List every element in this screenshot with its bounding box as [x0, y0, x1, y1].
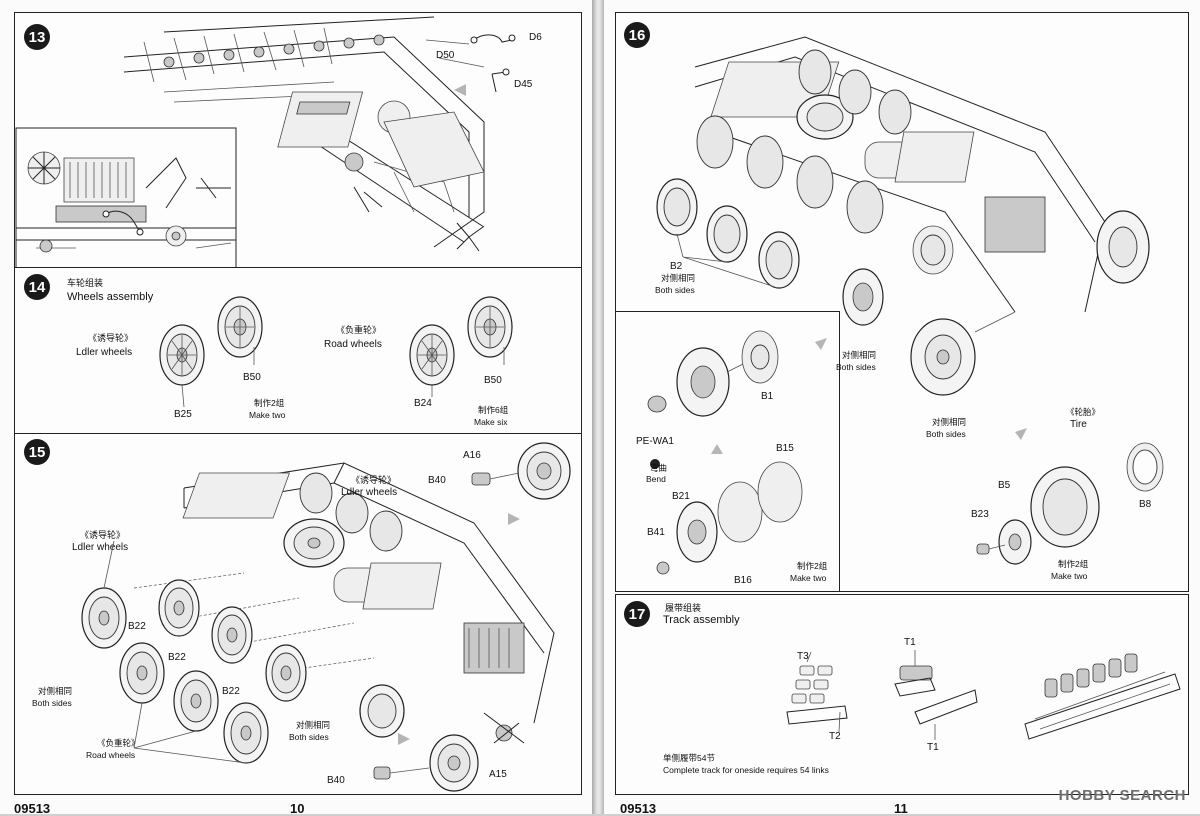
- label-b2: B2: [670, 261, 683, 272]
- label-b40-top: B40: [428, 475, 446, 486]
- step-17-title-en: Track assembly: [663, 614, 740, 626]
- step-17-number: 17: [624, 601, 650, 627]
- road-bottom-cn: 《负重轮》: [97, 738, 140, 748]
- both-sides-c-cn: 对侧相同: [932, 417, 967, 427]
- label-b5: B5: [998, 480, 1011, 491]
- step-15-wheel-install-drawing: [81, 442, 571, 792]
- make-six-en: Make six: [474, 417, 508, 427]
- make-two-a-cn: 制作2组: [797, 561, 828, 571]
- road-bottom-en: Road wheels: [86, 750, 136, 760]
- make-two-b-cn: 制作2组: [1058, 559, 1089, 569]
- label-b15: B15: [776, 443, 794, 454]
- make-two-a-en: Make two: [790, 573, 827, 583]
- road-label-en: Road wheels: [324, 339, 382, 350]
- step-17-title-cn: 履带组装: [665, 603, 702, 613]
- both-sides-a-cn: 对侧相同: [661, 273, 696, 283]
- both-sides-mid-en: Both sides: [289, 732, 329, 742]
- label-b23: B23: [971, 509, 989, 520]
- road-label-cn: 《负重轮》: [336, 325, 382, 335]
- step-15-number: 15: [24, 439, 50, 465]
- idler-top-en: Ldler wheels: [341, 487, 398, 498]
- track-note-en: Complete track for oneside requires 54 l…: [663, 765, 829, 775]
- label-b40-bottom: B40: [327, 775, 345, 786]
- idler-label-cn: 《诱导轮》: [88, 333, 134, 343]
- label-b1: B1: [761, 391, 774, 402]
- label-b22-a: B22: [128, 621, 146, 632]
- step-14-title-en: Wheels assembly: [67, 291, 154, 303]
- label-b50-road: B50: [484, 375, 502, 386]
- step-14-title-cn: 车轮组装: [67, 278, 104, 288]
- label-t1-top: T1: [904, 637, 916, 648]
- tire-cn: 《轮胎》: [1066, 407, 1101, 417]
- label-b22-c: B22: [222, 686, 240, 697]
- make-two-b-en: Make two: [1051, 571, 1088, 581]
- idler-top-cn: 《诱导轮》: [351, 475, 397, 485]
- make-two-en: Make two: [249, 410, 286, 420]
- bend-en: Bend: [646, 474, 666, 484]
- right-page-number: 11: [894, 801, 908, 816]
- bend-cn: 弯曲: [650, 463, 668, 473]
- both-sides-c-en: Both sides: [926, 429, 966, 439]
- label-b50-idler: B50: [243, 372, 261, 383]
- left-page-number: 10: [290, 801, 305, 816]
- label-a16: A16: [463, 450, 481, 461]
- step-13-number: 13: [24, 24, 50, 50]
- page-gutter: [592, 0, 604, 814]
- idler-left-en: Ldler wheels: [72, 542, 129, 553]
- idler-left-cn: 《诱导轮》: [80, 530, 126, 540]
- label-t2: T2: [829, 731, 841, 742]
- tire-en: Tire: [1070, 419, 1087, 430]
- label-a15: A15: [489, 769, 507, 780]
- step-17-panel: [615, 594, 1189, 795]
- both-sides-mid-cn: 对侧相同: [296, 720, 331, 730]
- step-13-chassis-drawing: [15, 16, 516, 269]
- both-sides-b-en: Both sides: [836, 362, 876, 372]
- both-sides-b-cn: 对侧相同: [842, 350, 877, 360]
- label-d45: D45: [514, 79, 533, 90]
- step-14-number: 14: [24, 274, 50, 300]
- hobby-search-watermark: HOBBY SEARCH: [1058, 787, 1186, 804]
- step-16-subpanel: [615, 311, 840, 592]
- step-14-wheels-drawing: [159, 296, 513, 408]
- label-b24: B24: [414, 398, 432, 409]
- label-d6: D6: [529, 32, 542, 43]
- left-catalog-number: 09513: [14, 801, 51, 816]
- step-16-number: 16: [624, 22, 650, 48]
- label-b16: B16: [734, 575, 752, 586]
- step-16-chassis-drawing: [647, 36, 1164, 575]
- label-b25: B25: [174, 409, 192, 420]
- both-sides-a-en: Both sides: [655, 285, 695, 295]
- label-t1-bottom: T1: [927, 742, 939, 753]
- label-b41: B41: [647, 527, 665, 538]
- right-catalog-number: 09513: [620, 801, 657, 816]
- make-six-cn: 制作6组: [478, 405, 509, 415]
- label-d50: D50: [436, 50, 455, 61]
- label-b8: B8: [1139, 499, 1152, 510]
- idler-label-en: Ldler wheels: [76, 347, 133, 358]
- label-b22-b: B22: [168, 652, 186, 663]
- label-t3: T3: [797, 651, 809, 662]
- both-sides-left-cn: 对侧相同: [38, 686, 73, 696]
- label-b21: B21: [672, 491, 690, 502]
- track-note-cn: 单侧履带54节: [663, 753, 715, 763]
- both-sides-left-en: Both sides: [32, 698, 72, 708]
- step-17-track-drawing: [786, 650, 1181, 740]
- label-pe-wa1: PE-WA1: [636, 436, 674, 447]
- make-two-cn: 制作2组: [254, 398, 285, 408]
